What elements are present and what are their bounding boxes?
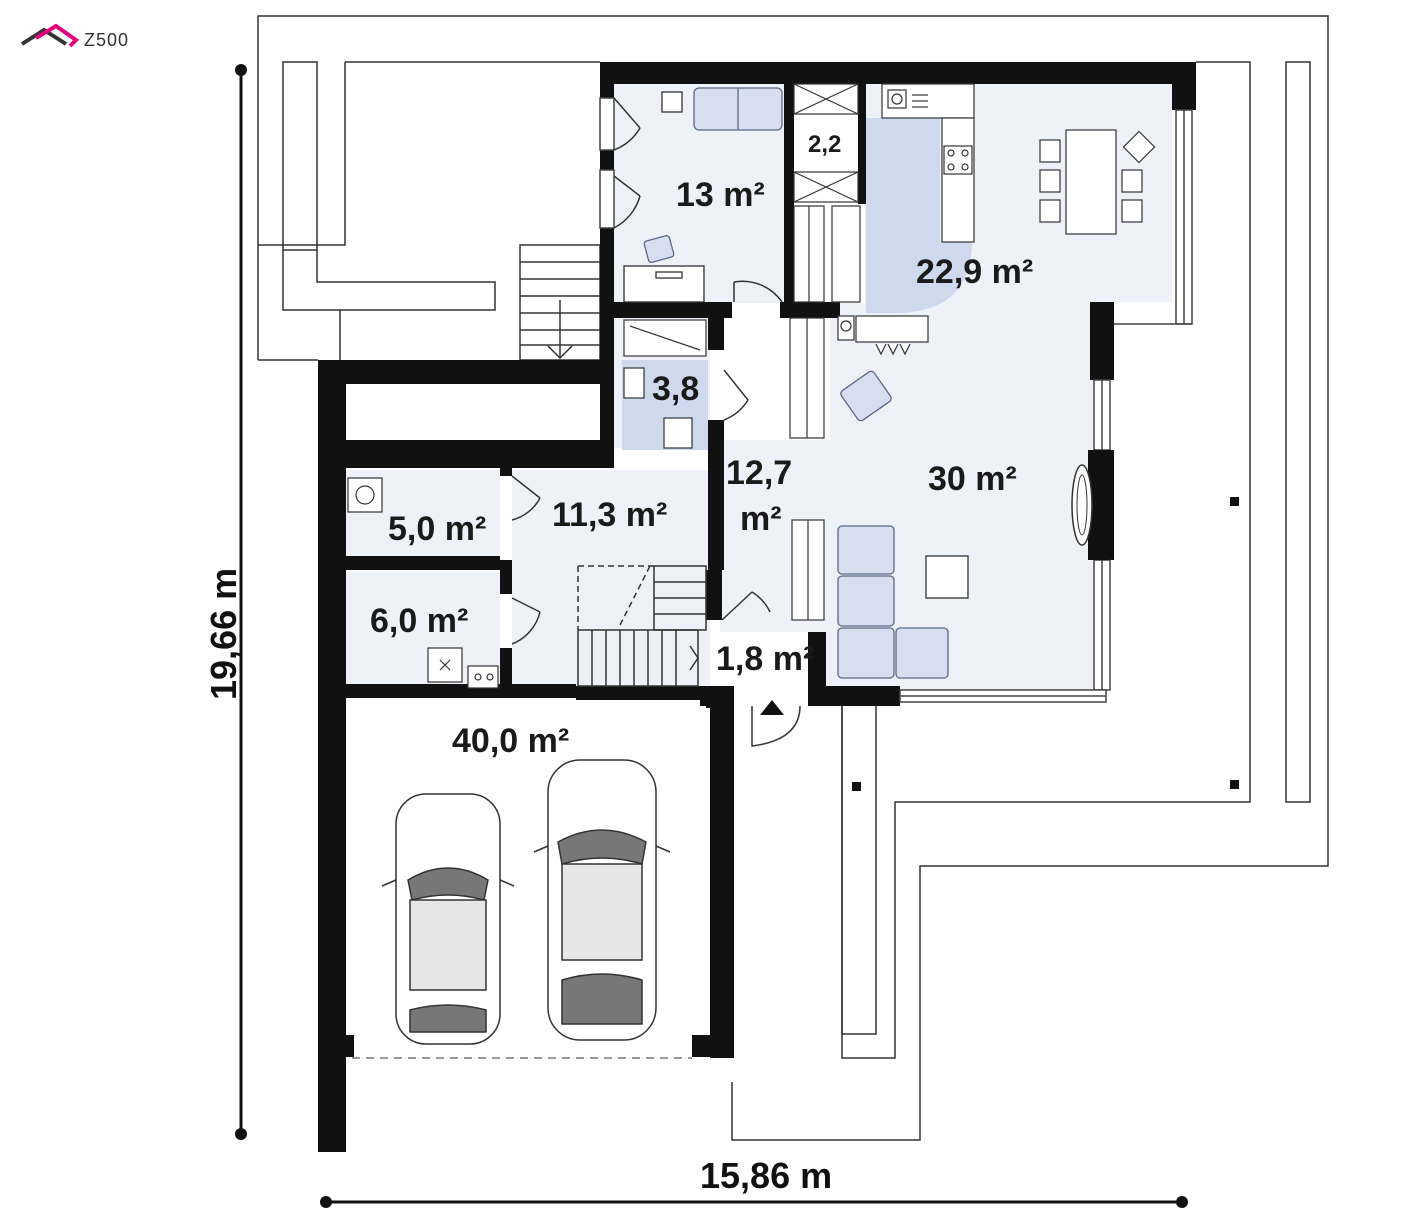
bathroom-fixtures bbox=[623, 319, 707, 449]
room-area-22-9: 22,9 m² bbox=[916, 253, 1033, 291]
entrance-arrow-icon bbox=[760, 700, 784, 715]
room-area-12-7: 12,7 bbox=[726, 454, 792, 492]
width-dimension: 15,86 m bbox=[320, 1155, 1188, 1208]
height-dimension: 19,66 m bbox=[203, 64, 247, 1140]
room-area-3-8: 3,8 bbox=[652, 370, 699, 408]
room-area-1-8: 1,8 m² bbox=[716, 640, 814, 678]
windows bbox=[599, 97, 1193, 703]
room-area-2-2: 2,2 bbox=[808, 131, 841, 158]
room-area-40-0: 40,0 m² bbox=[452, 722, 569, 760]
z500-logo: Z500 bbox=[20, 23, 129, 50]
utility-fixtures bbox=[347, 477, 499, 689]
room-area-13: 13 m² bbox=[676, 176, 765, 214]
height-label: 19,66 m bbox=[203, 568, 244, 700]
room-area-11-3: 11,3 m² bbox=[552, 496, 667, 534]
width-label: 15,86 m bbox=[700, 1155, 832, 1196]
dining-set bbox=[1039, 129, 1156, 235]
outdoor-stairs bbox=[519, 244, 601, 361]
indoor-stairs bbox=[577, 565, 707, 687]
kitchen-counter bbox=[855, 83, 975, 356]
office-furniture bbox=[623, 87, 783, 303]
storage-cabinets bbox=[793, 83, 861, 341]
room-area-6-0: 6,0 m² bbox=[370, 602, 468, 640]
doors bbox=[511, 97, 801, 747]
room-area-30: 30 m² bbox=[928, 460, 1017, 498]
logo-text: Z500 bbox=[84, 30, 129, 50]
car-right bbox=[533, 759, 671, 1041]
fireplace bbox=[1071, 450, 1110, 560]
wardrobes bbox=[789, 205, 825, 621]
column-markers bbox=[852, 497, 1239, 791]
car-left bbox=[381, 793, 515, 1045]
room-area-5-0: 5,0 m² bbox=[388, 510, 486, 548]
room-area-12-7-unit: m² bbox=[740, 500, 782, 538]
living-furniture bbox=[837, 370, 969, 679]
kitchen-floor bbox=[866, 118, 972, 313]
